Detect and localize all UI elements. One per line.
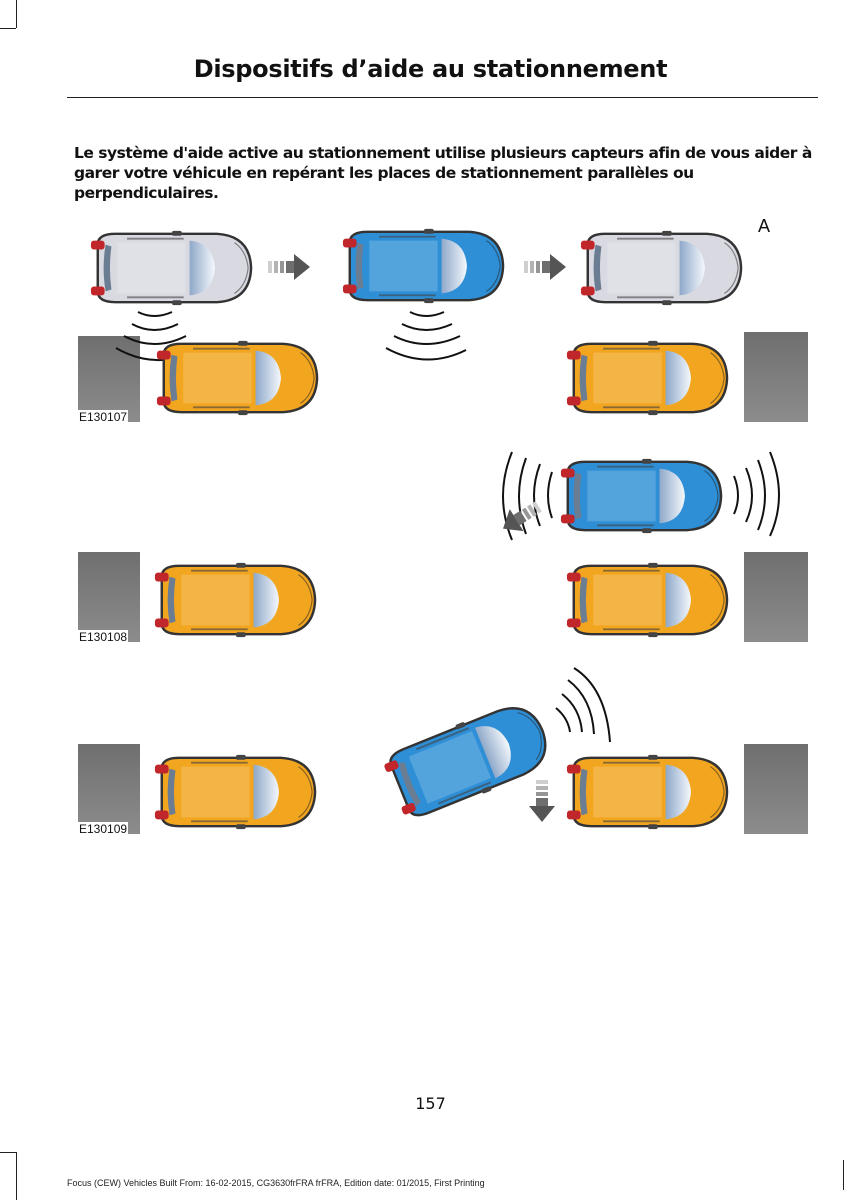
crop-mark: [16, 1152, 17, 1200]
title-divider: [67, 97, 818, 98]
figure-code: E130107: [78, 410, 129, 424]
figure-reverse-into-space: E130108: [74, 446, 814, 646]
figure-parallel-scan-illustration: [78, 228, 808, 422]
figure-code: E130108: [78, 630, 129, 644]
figure-code: E130109: [78, 822, 129, 836]
page-number: 157: [415, 1094, 446, 1113]
figure-parking-maneuver-illustration: [78, 667, 808, 834]
intro-paragraph: Le système d'aide active au stationnemen…: [74, 144, 812, 202]
crop-mark: [843, 1160, 844, 1190]
crop-mark: [0, 1152, 16, 1153]
crop-mark: [16, 0, 17, 28]
figure-parallel-scan: E130107 A: [74, 216, 814, 424]
crop-mark: [0, 28, 16, 29]
figure-reverse-into-space-illustration: [78, 451, 808, 642]
figure-parking-maneuver: E130109: [74, 656, 814, 840]
figure-callout-letter: A: [758, 216, 771, 236]
page-title: Dispositifs d’aide au stationnement: [193, 55, 668, 83]
footer-edition-info: Focus (CEW) Vehicles Built From: 16-02-2…: [67, 1178, 485, 1188]
